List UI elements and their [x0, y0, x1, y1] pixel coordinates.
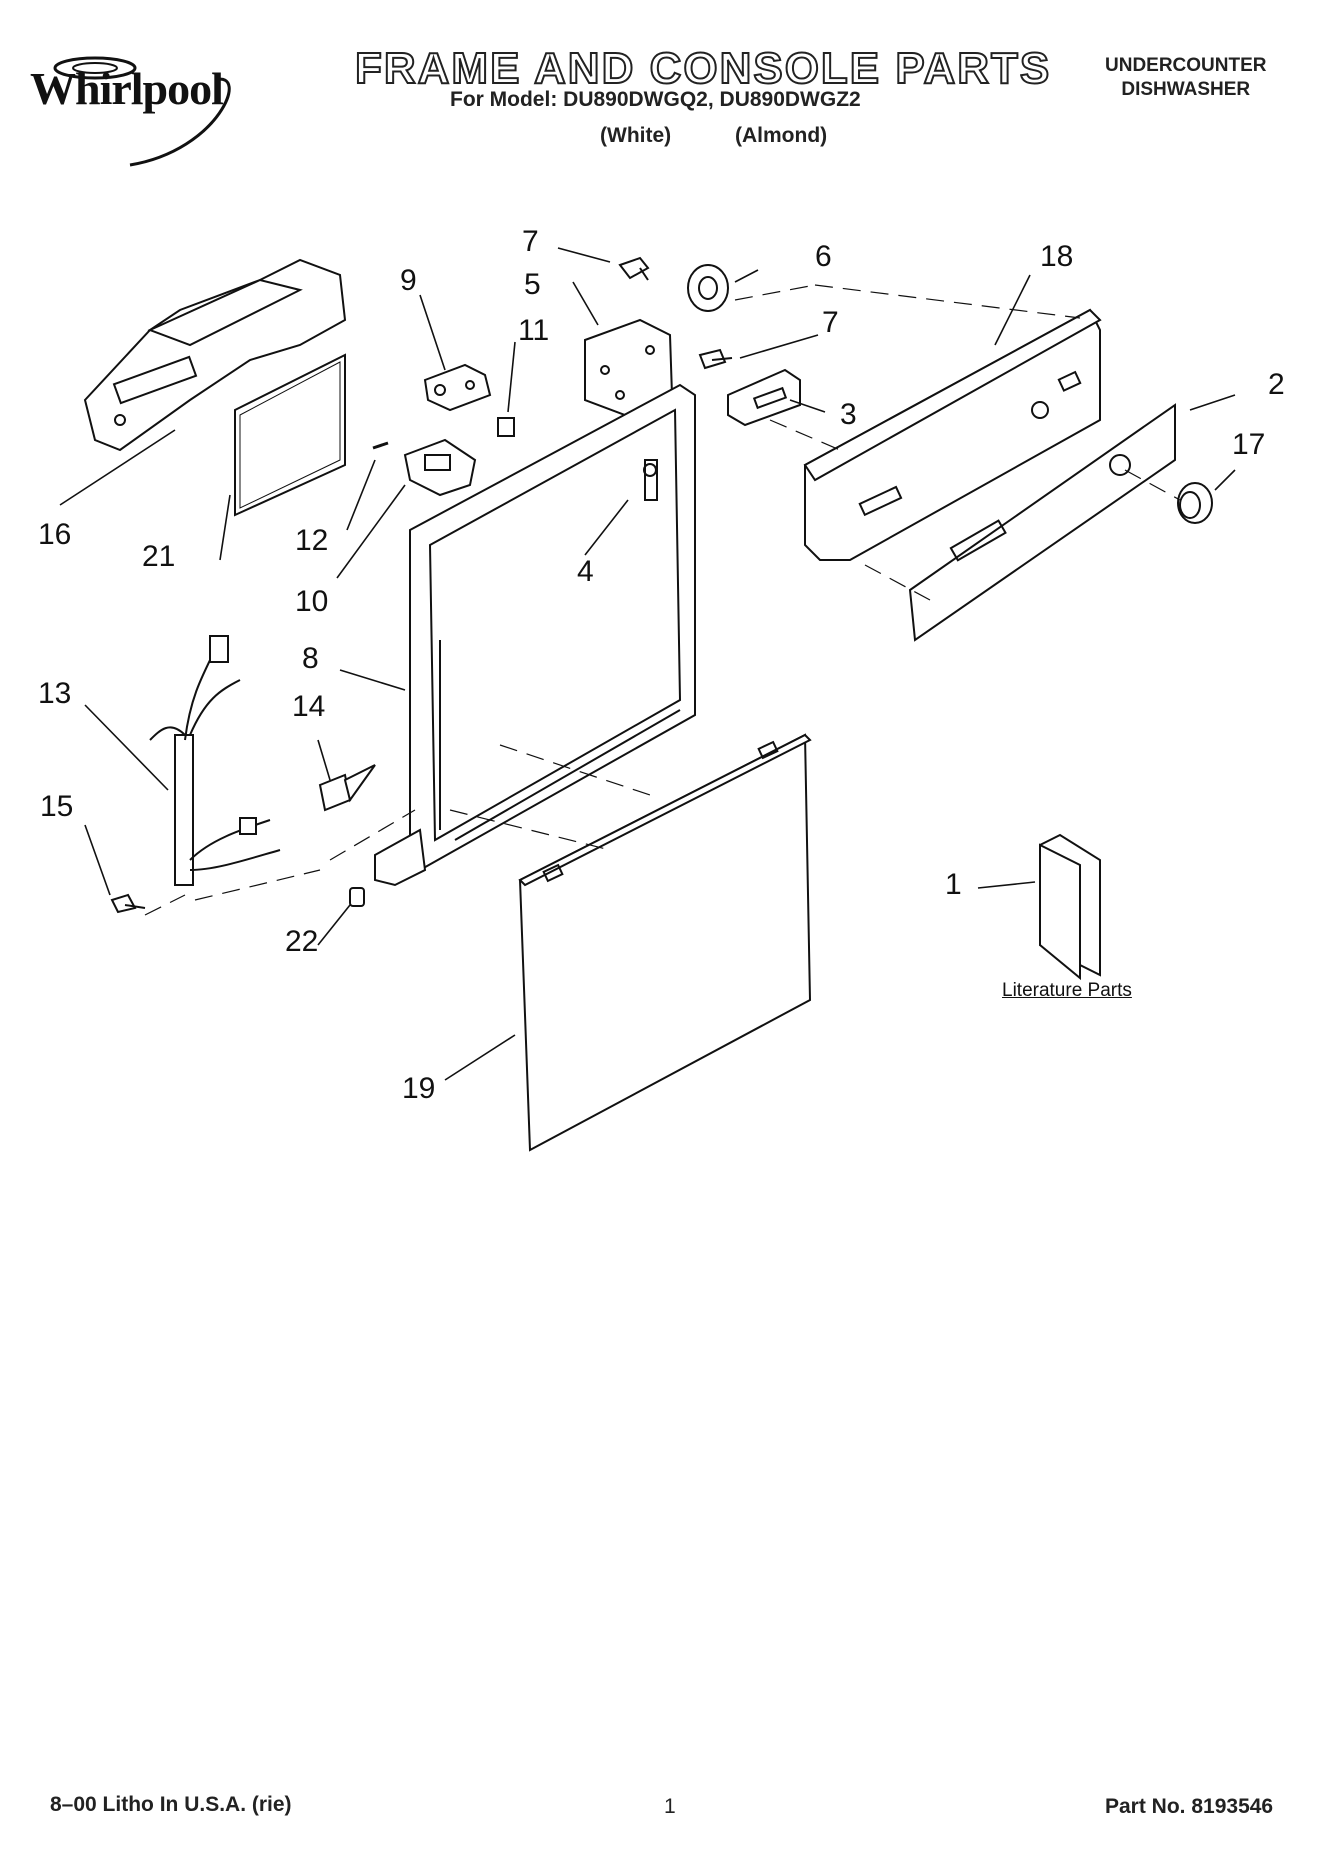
- leader-arrows: [59, 247, 1236, 1081]
- part-13-harness: [149, 635, 281, 886]
- part-21-panel: [234, 353, 346, 517]
- literature-parts-label: Literature Parts: [1002, 980, 1132, 1001]
- callout-4: 4: [577, 555, 594, 588]
- part-7-screw-mid: [698, 348, 733, 370]
- part-3-bracket: [727, 368, 801, 427]
- callout-6: 6: [815, 240, 832, 273]
- part-17-knob: [1177, 482, 1213, 524]
- callout-10: 10: [295, 585, 329, 618]
- part-14-fitting: [318, 764, 376, 812]
- callout-22: 22: [285, 925, 319, 958]
- part-9-switch: [423, 363, 492, 412]
- part-22-clip: [349, 887, 365, 907]
- callout-21: 21: [142, 540, 176, 573]
- brand-logo: [20, 40, 270, 170]
- callout-7-top: 7: [522, 225, 539, 258]
- logo-swirl-icon: [53, 56, 231, 167]
- callout-5: 5: [524, 268, 541, 301]
- assembly-guide-lines: [144, 284, 1181, 916]
- part-19-door-panel: [518, 733, 812, 1152]
- part-18-console: [803, 308, 1102, 561]
- page-number: 1: [664, 1795, 676, 1818]
- model-line: For Model: DU890DWGQ2, DU890DWGZ2: [450, 88, 861, 111]
- part-12-pin: [372, 441, 389, 450]
- page-title: FRAME AND CONSOLE PARTS: [354, 43, 1052, 94]
- part-5-latch: [584, 318, 674, 417]
- part-7-screw-top: [618, 256, 650, 281]
- appliance-type-line2: DISHWASHER: [1121, 79, 1251, 100]
- brand-wordmark: Whirlpool: [30, 63, 224, 114]
- callout-8: 8: [302, 642, 319, 675]
- callout-18: 18: [1040, 240, 1074, 273]
- footer-print-info: 8–00 Litho In U.S.A. (rie): [50, 1793, 292, 1816]
- callout-16: 16: [38, 518, 72, 551]
- callout-19: 19: [402, 1072, 436, 1105]
- appliance-type: UNDERCOUNTER DISHWASHER: [1105, 54, 1267, 102]
- part-6-knob: [687, 264, 729, 312]
- part-15-screw: [110, 893, 146, 914]
- part-11-clip: [497, 417, 515, 437]
- callout-2: 2: [1268, 368, 1285, 401]
- part-number: Part No. 8193546: [1105, 1795, 1274, 1818]
- color-white-label: (White): [600, 124, 672, 147]
- part-10-bracket: [403, 438, 477, 497]
- appliance-type-line1: UNDERCOUNTER: [1105, 55, 1267, 76]
- part-1-literature: [1039, 833, 1101, 981]
- color-almond-label: (Almond): [735, 124, 828, 147]
- callout-13: 13: [38, 677, 72, 710]
- callout-11: 11: [518, 314, 550, 347]
- callout-9: 9: [400, 264, 417, 297]
- callout-12: 12: [295, 524, 329, 557]
- callout-17: 17: [1232, 428, 1266, 461]
- callout-3: 3: [840, 398, 857, 431]
- part-16-housing: [83, 258, 347, 452]
- callout-15: 15: [40, 790, 74, 823]
- callout-14: 14: [292, 690, 326, 723]
- part-2-overlay: [908, 403, 1176, 642]
- callout-1: 1: [945, 868, 962, 901]
- callout-7-mid: 7: [822, 306, 839, 339]
